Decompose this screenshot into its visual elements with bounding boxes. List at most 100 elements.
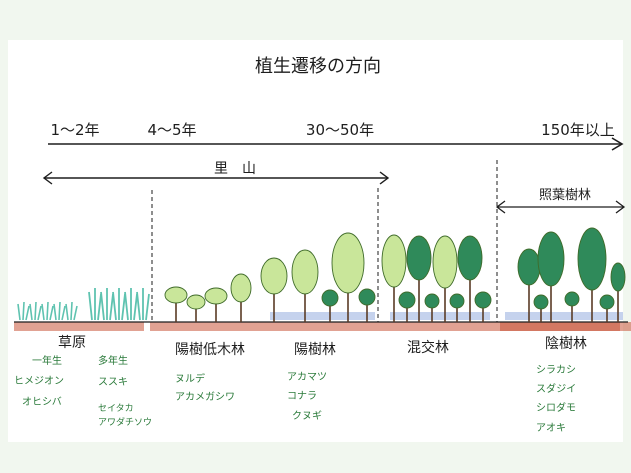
stage-name-mixed-forest: 混交林 [407,339,449,356]
stage-name-sun-forest: 陽樹林 [294,342,336,358]
shade-tree [517,248,541,322]
sun-shrub-tree [230,273,252,322]
tree-crown [599,294,615,310]
tree-crown [564,291,580,307]
annual-grass-tuft [65,301,78,321]
shade-sapling [424,293,440,322]
shade-forest-label: 照葉樹林 [539,188,591,203]
sun-shrub-tree [164,286,188,322]
shade-forest-arrow [495,200,626,214]
mixed-shade-tree [406,235,432,322]
satoyama-label: 里 山 [214,161,256,177]
timeline-label-2: 4～5年 [147,121,196,139]
trees [164,227,626,322]
tree-crown [610,262,626,292]
sun-forest-tree [260,257,288,322]
grassland-plants [17,288,150,321]
stage-name-sun-shrub: 陽樹低木林 [175,342,245,358]
species-shirodamo: シロダモ [536,401,576,414]
tree-crown [260,257,288,295]
shade-sapling [564,291,580,322]
tree-crown [537,231,565,287]
species-kunugi: クヌギ [292,410,322,422]
shade-sapling [358,288,376,322]
timeline-label-1: 1～2年 [50,121,99,139]
species-konara: コナラ [287,390,317,402]
stage-name-shade-forest: 陰樹林 [545,336,587,352]
tree-crown [533,294,549,310]
annual-grass-tuft [29,301,42,321]
species-akamegashiwa: アカメガシワ [175,391,235,403]
mixed-sun-tree [432,235,458,322]
tree-crown [321,289,339,307]
shade-sapling [398,291,416,322]
shade-sapling [599,294,615,322]
shade-tree [610,262,626,322]
perennial-grass-tuft [100,288,114,321]
diagram-title: 植生遷移の方向 [255,56,381,77]
soil-band [500,322,620,331]
tree-crown [517,248,541,286]
tree-crown [398,291,416,309]
shade-sapling [449,293,465,322]
sun-forest-tree [291,249,319,322]
mixed-shade-tree [457,235,483,322]
tree-crown [331,232,365,294]
tree-crown [577,227,607,291]
illustration-paper [8,40,623,442]
perennial-grass-tuft [112,288,126,321]
shade-sapling [474,291,492,322]
species-seitaka: セイタカ [98,403,134,414]
species-annual-header: 一年生 [32,354,62,367]
tree-crown [424,293,440,309]
timeline-arrow [48,137,624,151]
tree-crown [230,273,252,303]
species-nurude: ヌルデ [175,372,205,385]
shade-soil-band [390,312,490,320]
annual-grass-tuft [41,301,54,321]
soil-layer [14,312,631,331]
shade-sapling [533,294,549,322]
timeline-label-3: 30～50年 [306,121,374,139]
tree-crown [358,288,376,306]
tree-crown [291,249,319,295]
mixed-sun-tree [381,234,407,322]
shade-tree [577,227,607,322]
tree-crown [406,235,432,281]
soil-band [150,322,380,331]
sun-shrub-tree [204,287,228,322]
species-aoki: アオキ [536,422,566,434]
shade-soil-band [505,312,623,320]
tree-crown [186,294,206,310]
species-shirakashi: シラカシ [536,364,576,376]
tree-crown [381,234,407,288]
species-perennial-header: 多年生 [98,354,128,367]
soil-band [14,322,144,331]
tree-crown [432,235,458,289]
tree-crown [474,291,492,309]
timeline-label-4: 150年以上 [541,121,615,139]
species-sudajii: スダジイ [536,382,576,395]
perennial-grass-tuft [136,288,150,321]
perennial-grass-tuft [88,288,102,321]
annual-grass-tuft [53,301,66,321]
tree-crown [449,293,465,309]
tree-crown [164,286,188,304]
perennial-grass-tuft [124,288,138,321]
shade-sapling [321,289,339,322]
species-akamatsu: アカマツ [287,371,327,383]
sun-shrub-tree [186,294,206,322]
sun-forest-tree [331,232,365,322]
species-awadachisou: アワダチソウ [98,416,152,428]
shade-soil-band [270,312,375,320]
satoyama-arrow [42,171,390,185]
shade-tree [537,231,565,322]
tree-crown [457,235,483,281]
species-himejion: ヒメジオン [14,375,64,387]
annual-grass-tuft [17,301,30,321]
stage-name-grassland: 草原 [58,335,86,351]
tree-crown [204,287,228,305]
species-susuki: ススキ [98,377,128,388]
species-ohishiba: オヒシバ [22,396,62,408]
